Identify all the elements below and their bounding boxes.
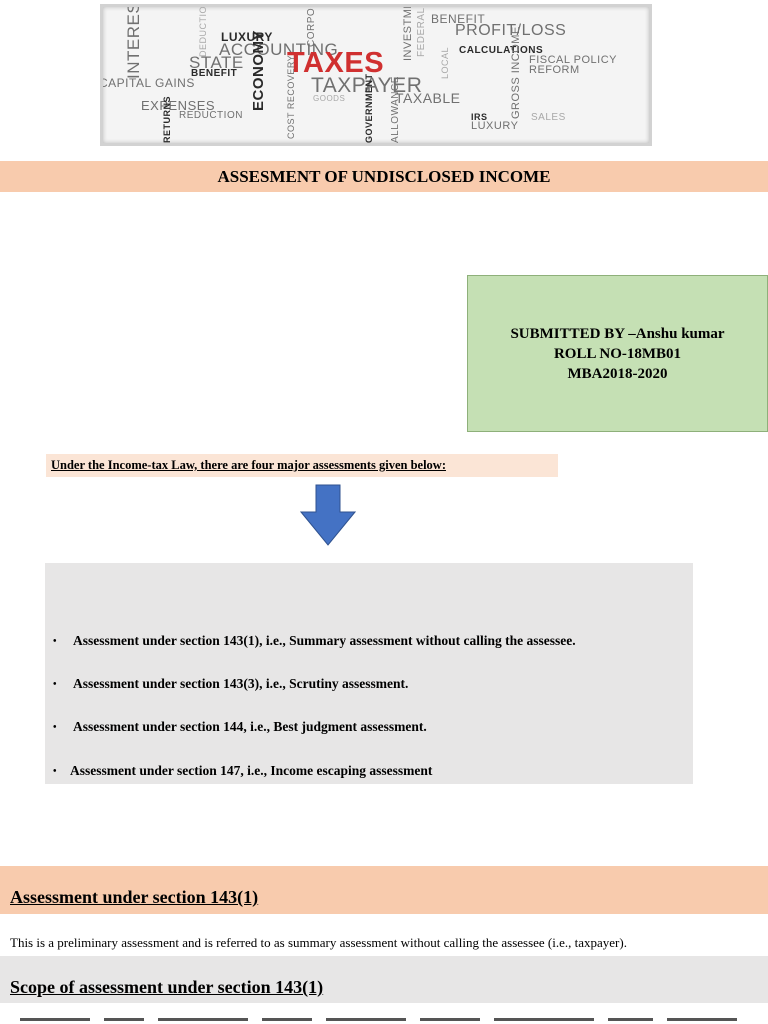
truncated-text-line [20,1018,760,1024]
word-interest: INTEREST [124,4,143,79]
word-reduction: REDUCTION [179,110,243,121]
word-deductions: DEDUCTIONS [198,4,208,57]
assessment-143-1: Assessment under section 143(1), i.e., S… [73,633,576,648]
word-expenses: EXPENSES [141,98,216,113]
scope-header [0,956,768,1003]
list-item: • Assessment under section 143(1), i.e.,… [53,633,576,649]
down-arrow-icon [300,484,356,546]
word-taxpayer: TAXPAYER [311,74,423,97]
submission-box: SUBMITTED BY –Anshu kumar ROLL NO-18MB01… [467,275,768,432]
word-capital-gains: CAPITAL GAINS [100,76,195,90]
list-item: • Assessment under section 144, i.e., Be… [53,719,427,735]
scope-heading: Scope of assessment under section 143(1) [10,977,324,997]
bullet: • [53,635,57,647]
list-item: • Assessment under section 143(3), i.e.,… [53,676,408,692]
program-line: MBA2018-2020 [567,365,668,382]
bullet: • [53,721,57,733]
word-investment: INVESTMENT [402,4,414,61]
word-goods: GOODS [313,94,346,103]
word-irs: IRS [471,112,488,122]
word-gross-income: GROSS INCOME [510,26,522,119]
bullet: • [53,765,57,777]
word-taxes: TAXES [287,47,385,79]
list-item: • Assessment under section 147, i.e., In… [53,763,432,779]
assessments-list: • Assessment under section 143(1), i.e.,… [45,563,693,784]
intro-text: Under the Income-tax Law, there are four… [51,458,446,472]
word-returns: RETURNS [162,95,172,143]
word-accounting: ACCOUNTING [219,40,339,59]
word-calculations: CALCULATIONS [459,45,544,56]
intro-statement: Under the Income-tax Law, there are four… [46,454,558,477]
word-reform: REFORM [529,64,580,76]
word-luxury-bottom: LUXURY [471,120,519,132]
word-benefit-top: BENEFIT [431,12,486,26]
word-sales: SALES [531,112,566,123]
bullet: • [53,678,57,690]
assessment-144: Assessment under section 144, i.e., Best… [73,719,427,734]
word-government: GOVERNMENT [364,73,374,143]
assessment-143-3: Assessment under section 143(3), i.e., S… [73,676,409,691]
word-taxable: TAXABLE [395,90,461,106]
word-economy: ECONOMY [250,29,267,111]
assessment-147: Assessment under section 147, i.e., Inco… [70,763,433,778]
word-cost-recovery: COST RECOVERY [286,54,296,139]
tax-word-cloud-image: INTEREST DEDUCTIONS LUXURY ACCOUNTING CO… [100,4,652,146]
word-profit-loss: PROFIT/LOSS [455,22,567,39]
word-benefit-small: BENEFIT [191,68,238,79]
word-corporate: CORPORATE [306,4,317,47]
word-federal: FEDERAL [416,7,427,57]
word-state: STATE [189,53,244,72]
section-143-1-header [0,866,768,914]
word-local: LOCAL [440,46,450,79]
word-luxury-top: LUXURY [221,30,273,44]
section-143-1-description: This is a preliminary assessment and is … [10,935,627,950]
word-allowance: ALLOWANCE [390,76,401,143]
section-143-1-heading: Assessment under section 143(1) [10,887,259,907]
roll-number-line: ROLL NO-18MB01 [553,345,682,362]
word-fiscal-policy: FISCAL POLICY [529,54,618,66]
submitted-by-line: SUBMITTED BY –Anshu kumar [510,325,725,342]
document-title: ASSESMENT OF UNDISCLOSED INCOME [217,166,551,186]
document-title-bar: ASSESMENT OF UNDISCLOSED INCOME [0,161,768,192]
